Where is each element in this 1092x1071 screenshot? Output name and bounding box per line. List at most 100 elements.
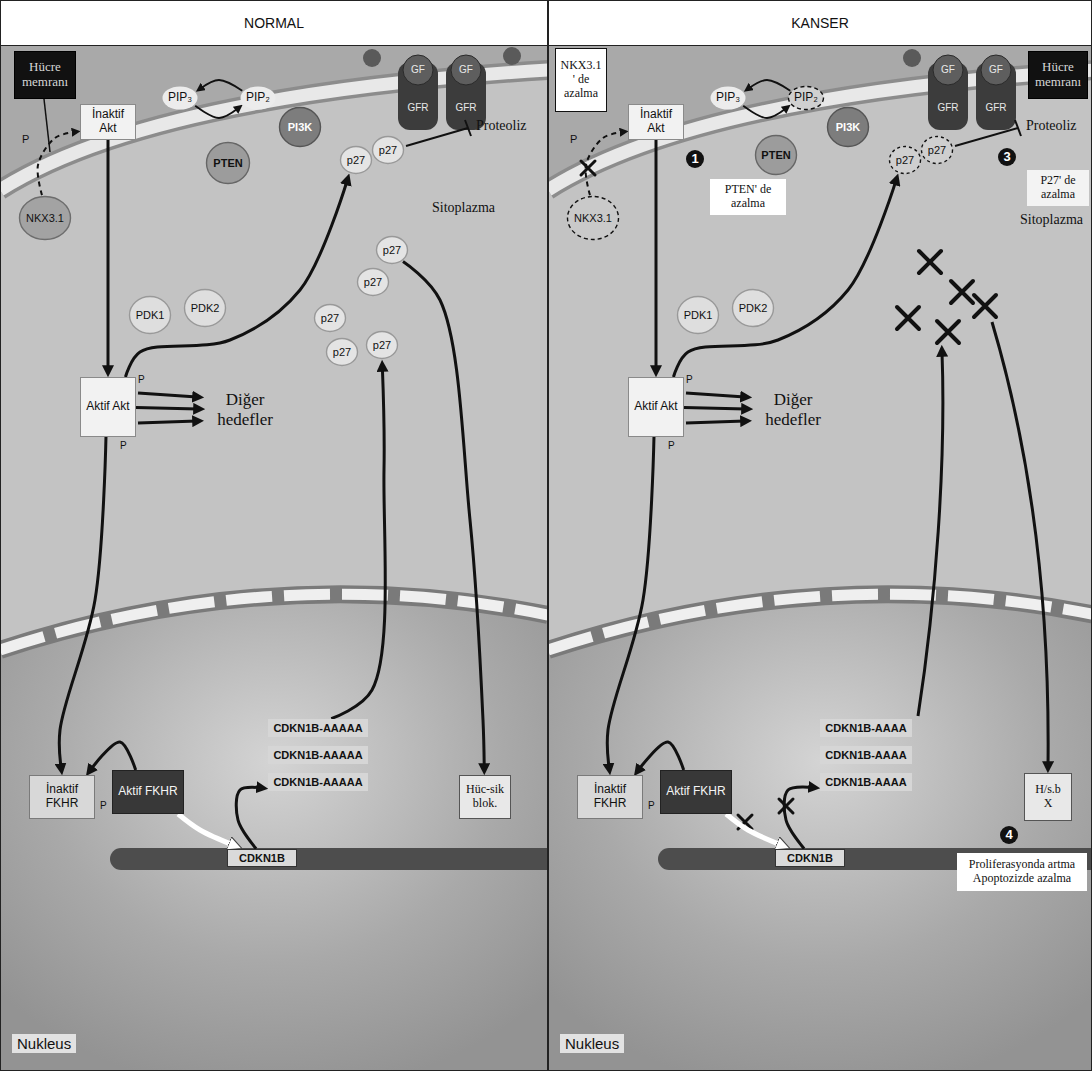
receptor-label: GF	[411, 64, 425, 76]
node-text: NKX3.1 ' de azalma	[560, 59, 602, 100]
node-text: PDK1	[680, 309, 716, 322]
node-text: CDKN1B-AAAA	[824, 776, 908, 789]
protein-circle: p27	[888, 145, 922, 175]
factor-box: Aktif FKHR	[660, 770, 732, 814]
node-text: X	[1029, 797, 1067, 811]
illustration-path	[686, 393, 745, 397]
receptor-label: GF	[989, 64, 1003, 76]
node-text: İnaktif Akt	[85, 108, 131, 136]
note-box: PTEN' de azalma	[710, 179, 786, 215]
note-box: Proliferasyonda artmaApoptozizde azalma	[957, 853, 1087, 891]
annotation-text: Diğer hedefler	[205, 386, 285, 433]
receptors-cancer	[903, 49, 1016, 130]
node-text: İnaktif FKHR	[34, 783, 90, 811]
node-ellipse	[568, 197, 619, 240]
node-ellipse	[373, 137, 404, 164]
illustration-path	[138, 421, 197, 423]
illustration-circle	[403, 55, 433, 85]
note-box: NKX3.1 ' de azalma	[555, 48, 607, 112]
node-text: Aktif Akt	[633, 400, 679, 414]
illustration-path	[951, 281, 973, 303]
protein-box: Aktif Akt	[80, 377, 136, 437]
cell-ground	[0, 45, 548, 1071]
node-text: PIP₂	[243, 91, 273, 105]
connector-arrow	[38, 132, 76, 195]
node-text: Aktif FKHR	[117, 785, 179, 799]
node-text: p27	[924, 144, 950, 157]
illustration-circle	[503, 47, 521, 65]
illustration-circle	[363, 49, 381, 67]
connector-arrow	[684, 408, 746, 409]
illustration-path	[974, 295, 996, 317]
node-text: PTEN' de azalma	[714, 183, 782, 211]
node-text: İnaktif Akt	[633, 108, 679, 136]
receptor-label: GFR	[407, 102, 428, 114]
node-ellipse	[828, 108, 869, 147]
node-text: p27	[343, 154, 369, 167]
node-text: PIP₃	[713, 91, 743, 105]
node-ellipse	[130, 297, 171, 334]
panel-heading: KANSER	[549, 1, 1091, 46]
protein-circle: p27	[339, 145, 373, 175]
compartment-label: Nukleus	[12, 1034, 76, 1053]
node-ellipse	[341, 147, 372, 174]
node-text: Diğer hedefler	[757, 390, 829, 429]
node-text: Apoptozizde azalma	[961, 872, 1083, 886]
enzyme-circle: PTEN	[205, 141, 251, 185]
node-ellipse	[733, 290, 774, 327]
node-text: Hüc-sik blok.	[464, 783, 506, 811]
connector-arrow	[136, 408, 198, 409]
receptor-label: GFR	[455, 102, 476, 114]
callout-number: 1	[686, 150, 704, 168]
connector-arrow	[403, 261, 484, 768]
phosphate-label: P	[22, 133, 29, 146]
node-ellipse	[185, 290, 226, 327]
lipid-label: PIP₂	[239, 85, 277, 111]
illustration-line	[1015, 120, 1021, 136]
connector-arrow	[107, 140, 110, 370]
node-text: Proliferasyonda artma	[961, 858, 1083, 872]
phosphate-label: P	[570, 133, 577, 146]
node-text: p27	[892, 154, 918, 167]
node-ellipse	[367, 332, 398, 359]
factor-box: İnaktif FKHR	[29, 775, 95, 819]
illustration-path	[918, 352, 943, 716]
receptor-label: GFR	[937, 102, 958, 114]
mrna-label: CDKN1B-AAAA	[820, 719, 912, 738]
illustration-path	[779, 799, 793, 813]
node-text: CDKN1B-AAAAA	[272, 749, 364, 762]
protein-circle: p27	[325, 337, 359, 367]
enzyme-circle: PI3K	[278, 106, 322, 148]
protein-box: Aktif Akt	[628, 377, 684, 437]
node-ellipse	[163, 87, 198, 110]
protein-circle: p27	[356, 267, 390, 297]
cell-ground	[548, 45, 1092, 1071]
annotation-label: Proteoliz	[476, 118, 527, 134]
enzyme-circle: PTEN	[754, 134, 798, 176]
illustration-path	[992, 322, 1048, 766]
receptor-label: GF	[941, 64, 955, 76]
receptors-normal	[363, 47, 521, 130]
connector-arrow	[784, 787, 813, 849]
node-text: CDKN1B	[232, 852, 292, 865]
gene-box: CDKN1B	[227, 849, 297, 868]
node-ellipse	[789, 87, 824, 110]
illustration-circle	[981, 55, 1011, 85]
node-text: PIP₃	[165, 91, 195, 105]
node-text: İnaktif FKHR	[582, 783, 638, 811]
kinase-circle: PDK2	[183, 288, 227, 328]
annotation-label: Proteoliz	[1026, 118, 1077, 134]
phosphate-label: P	[668, 440, 675, 452]
protein-circle: p27	[313, 303, 347, 333]
annotation-label: Sitoplazma	[432, 200, 495, 216]
node-ellipse	[711, 87, 746, 110]
block-marks	[581, 161, 996, 829]
cell-cycle-box: Hüc-sik blok.	[459, 775, 511, 819]
protein-box: İnaktif Akt	[80, 104, 136, 140]
illustration-line	[406, 128, 468, 146]
mrna-label: CDKN1B-AAAA	[820, 773, 912, 792]
illustration-path	[138, 393, 197, 397]
receptor-label: GFR	[985, 102, 1006, 114]
node-text: CDKN1B	[780, 852, 840, 865]
